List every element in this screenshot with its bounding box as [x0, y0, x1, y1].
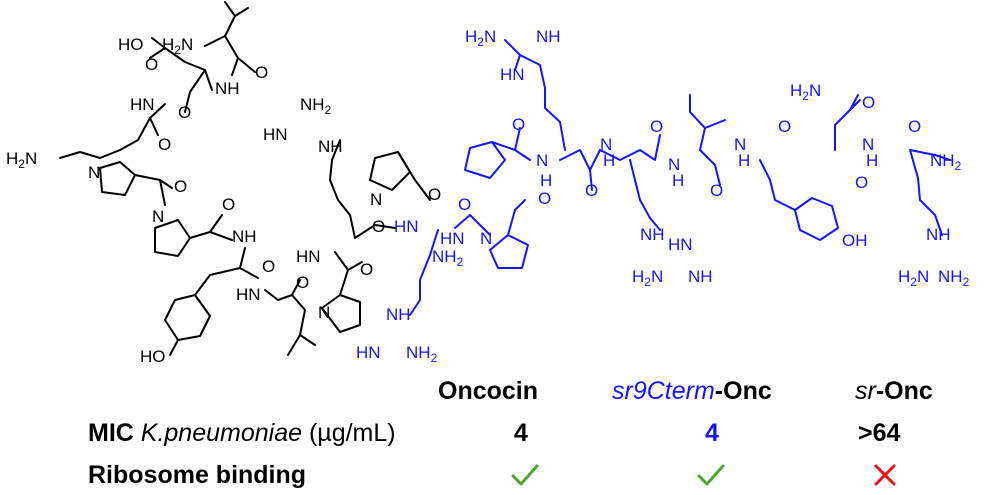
svg-text:NH: NH [318, 137, 343, 156]
svg-text:H: H [738, 151, 750, 170]
svg-text:HN: HN [263, 125, 288, 144]
svg-text:N: N [88, 163, 100, 182]
svg-text:O: O [145, 55, 158, 74]
header-sr-suffix: -Onc [875, 377, 933, 405]
svg-text:HN: HN [130, 95, 155, 114]
svg-text:N: N [862, 135, 874, 154]
svg-text:OH: OH [842, 231, 868, 250]
svg-text:O: O [458, 195, 471, 214]
svg-text:NH2: NH2 [930, 151, 962, 173]
svg-text:O: O [178, 103, 191, 122]
svg-text:N: N [480, 229, 492, 248]
svg-text:H2N: H2N [162, 35, 193, 57]
svg-text:O: O [908, 117, 921, 136]
header-sr9cterm-suffix: -Onc [714, 377, 772, 405]
mic-value-oncocin: 4 [514, 419, 528, 447]
svg-text:NH2: NH2 [938, 267, 970, 289]
mic-value-sr: >64 [858, 419, 901, 447]
svg-text:O: O [255, 63, 268, 82]
svg-text:O: O [296, 273, 309, 292]
svg-text:H: H [603, 151, 615, 170]
svg-text:NH: NH [926, 225, 951, 244]
svg-text:NH: NH [386, 305, 411, 324]
svg-text:N: N [536, 151, 548, 170]
svg-text:O: O [262, 257, 275, 276]
cross-icon [874, 464, 896, 486]
svg-text:NH2: NH2 [432, 247, 464, 269]
svg-text:O: O [585, 181, 598, 200]
svg-text:H: H [540, 171, 552, 190]
svg-text:HN: HN [394, 217, 419, 236]
svg-text:O: O [372, 217, 385, 236]
svg-text:O: O [778, 117, 791, 136]
svg-text:H2N: H2N [898, 267, 929, 289]
svg-text:O: O [650, 117, 663, 136]
svg-text:N: N [600, 135, 612, 154]
svg-text:HN: HN [356, 343, 381, 362]
mic-label-unit: (µg/mL) [308, 419, 396, 447]
svg-text:O: O [158, 135, 171, 154]
svg-text:HN: HN [440, 229, 465, 248]
svg-text:H2N: H2N [465, 27, 496, 49]
svg-text:O: O [855, 173, 868, 192]
svg-text:NH: NH [536, 27, 561, 46]
svg-text:HN: HN [668, 235, 693, 254]
mic-label-bold: MIC [88, 419, 134, 447]
svg-text:H2N: H2N [790, 81, 821, 103]
svg-text:O: O [360, 260, 373, 279]
black-peptide-bonds [59, 1, 431, 356]
svg-text:N: N [152, 207, 164, 226]
black-atom-labels: HO H2N O O NH HN O H2N O N O N O NH O HN… [6, 35, 441, 366]
svg-text:NH2: NH2 [300, 95, 332, 117]
svg-text:O: O [862, 93, 875, 112]
svg-text:H2N: H2N [6, 149, 37, 171]
header-sr9cterm-italic: sr9Cterm [612, 377, 715, 405]
svg-text:HO: HO [118, 35, 144, 54]
svg-text:O: O [538, 189, 551, 208]
binding-row-label: Ribosome binding [88, 461, 307, 489]
svg-text:NH: NH [232, 227, 257, 246]
header-sr-onc: sr-Onc [855, 376, 933, 406]
svg-text:H: H [866, 151, 878, 170]
svg-text:HN: HN [500, 65, 525, 84]
svg-text:NH: NH [215, 79, 240, 98]
svg-text:O: O [710, 181, 723, 200]
svg-text:O: O [222, 195, 235, 214]
mic-label-italic: K.pneumoniae [140, 419, 303, 447]
header-sr-italic: sr [855, 377, 876, 405]
svg-text:H2N: H2N [632, 267, 663, 289]
header-sr9cterm-onc: sr9Cterm-Onc [612, 376, 772, 406]
svg-text:H: H [672, 171, 684, 190]
svg-text:O: O [174, 177, 187, 196]
svg-text:O: O [512, 115, 525, 134]
blue-peptide-bonds [409, 39, 951, 316]
svg-text:N: N [370, 190, 382, 209]
svg-text:NH: NH [688, 267, 713, 286]
mic-value-sr9cterm: 4 [705, 419, 719, 447]
svg-text:O: O [428, 185, 441, 204]
check-icon [697, 464, 725, 486]
svg-text:N: N [734, 135, 746, 154]
header-oncocin-text: Oncocin [438, 377, 539, 405]
check-icon [511, 464, 539, 486]
peptide-structure: HO H2N O O NH HN O H2N O N O N O NH O HN… [6, 1, 970, 366]
svg-text:N: N [318, 303, 330, 322]
mic-row-label: MIC K.pneumoniae (µg/mL) [88, 418, 396, 448]
svg-text:HN: HN [236, 285, 261, 304]
svg-text:HO: HO [140, 347, 166, 366]
svg-text:NH: NH [640, 225, 665, 244]
svg-text:N: N [668, 155, 680, 174]
svg-text:HN: HN [296, 247, 321, 266]
blue-atom-labels: H2N NH HN O N H O N H O O N H N H O O N … [356, 27, 970, 365]
header-oncocin: Oncocin [438, 376, 538, 406]
svg-text:NH2: NH2 [406, 343, 438, 365]
